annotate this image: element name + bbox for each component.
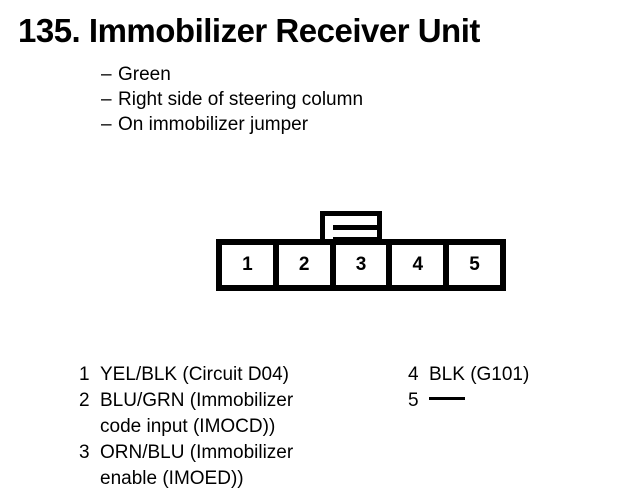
list-item: – On immobilizer jumper bbox=[101, 112, 363, 137]
legend-pin-description: YEL/BLK (Circuit D04) bbox=[100, 364, 290, 385]
legend-pin-description-continued: code input (IMOCD)) bbox=[100, 416, 276, 437]
list-item-label: Green bbox=[118, 64, 171, 85]
pin-number: 5 bbox=[469, 254, 480, 275]
connector-pin-5: 5 bbox=[449, 245, 500, 285]
legend-entry-4: 4 BLK (G101) bbox=[408, 362, 529, 388]
legend-pin-number: 2 bbox=[79, 390, 90, 411]
legend-pin-number: 1 bbox=[79, 364, 90, 385]
description-list: – Green – Right side of steering column … bbox=[101, 62, 363, 137]
legend-pin-number: 3 bbox=[79, 442, 90, 463]
legend-pin-description: BLK (G101) bbox=[429, 364, 530, 385]
locking-tab-bar bbox=[333, 225, 379, 230]
pin-number: 1 bbox=[242, 254, 253, 275]
legend-entry-2: 2 BLU/GRN (Immobilizer code input (IMOCD… bbox=[79, 388, 293, 440]
list-item-label: Right side of steering column bbox=[118, 89, 364, 110]
legend-pin-description-continued: enable (IMOED)) bbox=[100, 468, 244, 489]
connector-pin-2: 2 bbox=[278, 245, 336, 285]
connector-diagram: 1 2 3 4 5 bbox=[216, 211, 506, 291]
pin-legend-left-column: 1 YEL/BLK (Circuit D04) 2 BLU/GRN (Immob… bbox=[79, 362, 293, 492]
legend-entry-3: 3 ORN/BLU (Immobilizer enable (IMOED)) bbox=[79, 440, 293, 492]
empty-pin-dash-icon bbox=[429, 397, 465, 400]
connector-shell: 1 2 3 4 5 bbox=[216, 239, 506, 291]
legend-entry-1: 1 YEL/BLK (Circuit D04) bbox=[79, 362, 293, 388]
legend-pin-number: 4 bbox=[408, 364, 419, 385]
legend-entry-5: 5 bbox=[408, 388, 529, 414]
dash-icon: – bbox=[101, 114, 112, 135]
legend-pin-number: 5 bbox=[408, 390, 419, 411]
dash-icon: – bbox=[101, 89, 112, 110]
pin-number: 4 bbox=[412, 254, 424, 275]
pin-number: 3 bbox=[355, 254, 367, 275]
list-item: – Green bbox=[101, 62, 363, 87]
list-item-label: On immobilizer jumper bbox=[118, 114, 309, 135]
pin-number: 2 bbox=[298, 254, 310, 275]
connector-pin-4: 4 bbox=[392, 245, 450, 285]
legend-pin-description: BLU/GRN (Immobilizer bbox=[100, 390, 294, 411]
dash-icon: – bbox=[101, 64, 112, 85]
connector-pin-1: 1 bbox=[222, 245, 279, 285]
list-item: – Right side of steering column bbox=[101, 87, 363, 112]
pin-legend-right-column: 4 BLK (G101) 5 bbox=[408, 362, 529, 414]
connector-pin-3: 3 bbox=[335, 245, 393, 285]
page-title: 135. Immobilizer Receiver Unit bbox=[18, 12, 480, 49]
legend-pin-description: ORN/BLU (Immobilizer bbox=[100, 442, 294, 463]
